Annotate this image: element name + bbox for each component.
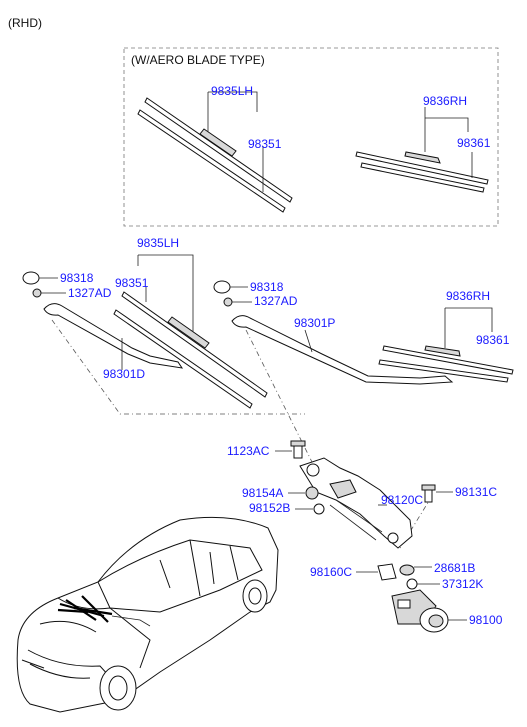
label-arm-right[interactable]: 98301P [294, 316, 335, 330]
nut-left-part [32, 288, 42, 298]
blade-lh-part [113, 291, 268, 409]
label-bracket[interactable]: 98160C [310, 565, 352, 579]
aero-box-title: (W/AERO BLADE TYPE) [131, 53, 265, 67]
linkage-part [299, 457, 413, 549]
car-illustration [16, 516, 279, 713]
label-motor[interactable]: 98100 [469, 613, 503, 627]
label-nut-right[interactable]: 1327AD [254, 294, 298, 308]
label-cap-left[interactable]: 98318 [60, 271, 94, 285]
aero-blade-box [123, 47, 499, 227]
blade-rh-part [378, 345, 514, 383]
grommet-part [399, 564, 415, 576]
bushing-part [305, 486, 319, 500]
label-aero-blade-rh[interactable]: 9836RH [423, 94, 467, 108]
label-arm-left[interactable]: 98301D [103, 367, 145, 381]
aero-blade-rh-part [355, 151, 489, 193]
label-bushing-b[interactable]: 98152B [249, 501, 290, 515]
label-refill-rh[interactable]: 98361 [476, 333, 510, 347]
label-cap-right[interactable]: 98318 [250, 280, 284, 294]
label-grommet[interactable]: 28681B [434, 561, 475, 575]
cap-right-part [213, 280, 231, 294]
arm-right-part [231, 315, 454, 385]
label-linkage[interactable]: 98120C [381, 493, 423, 507]
cap-left-part [22, 271, 40, 285]
nut-right-part [223, 297, 233, 307]
label-aero-blade-lh[interactable]: 9835LH [211, 84, 253, 98]
label-bolt-right[interactable]: 98131C [455, 485, 497, 499]
label-bushing[interactable]: 98154A [242, 486, 283, 500]
label-bolt-top[interactable]: 1123AC [227, 444, 270, 458]
car-wiper-highlight [57, 595, 113, 623]
label-refill-lh[interactable]: 98351 [115, 276, 149, 290]
leader-car [111, 615, 151, 627]
motor-part [391, 589, 449, 633]
label-aero-refill-lh[interactable]: 98351 [248, 137, 282, 151]
bolt-right-part [421, 484, 436, 503]
label-aero-refill-rh[interactable]: 98361 [457, 136, 491, 150]
label-washer[interactable]: 37312K [442, 577, 483, 591]
label-blade-lh[interactable]: 9835LH [137, 236, 179, 250]
washer-part [406, 578, 418, 590]
bushing-b-part [313, 503, 325, 515]
label-blade-rh[interactable]: 9836RH [446, 289, 490, 303]
leader-left [51, 319, 305, 415]
arm-left-part [43, 303, 184, 369]
variant-label: (RHD) [8, 16, 42, 30]
bolt-top-part [290, 440, 306, 459]
bracket-part [377, 563, 397, 581]
label-nut-left[interactable]: 1327AD [68, 286, 112, 300]
leader-right [245, 329, 313, 463]
aero-blade-lh-part [137, 97, 293, 213]
